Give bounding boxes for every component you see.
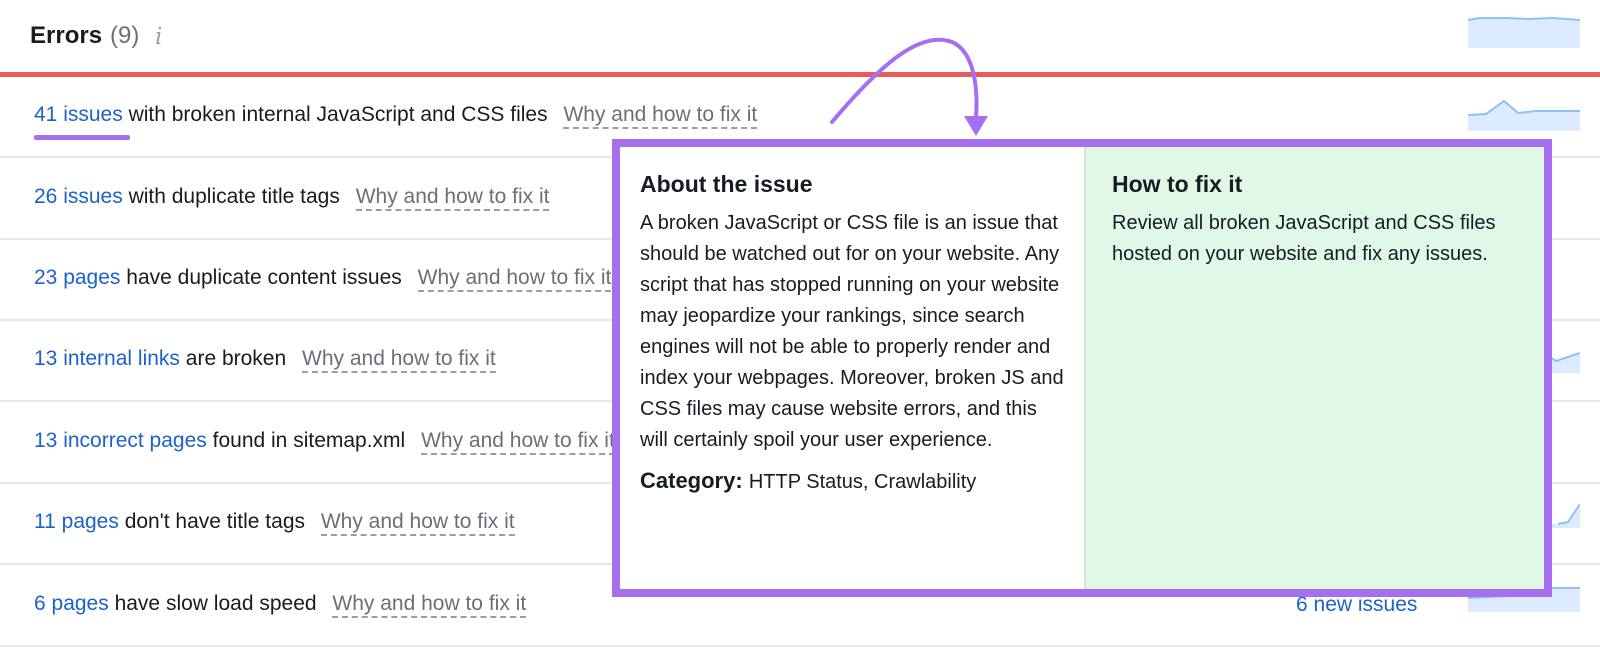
why-how-fix-link[interactable]: Why and how to fix it (563, 103, 758, 129)
issue-description: with broken internal JavaScript and CSS … (128, 103, 548, 126)
why-how-fix-link[interactable]: Why and how to fix it (302, 347, 496, 373)
category-value: HTTP Status, Crawlability (748, 471, 977, 493)
why-how-fix-link[interactable]: Why and how to fix it (332, 592, 527, 618)
new-issues-link[interactable]: 6 new issues (1296, 593, 1418, 616)
issue-sparkline (1468, 99, 1580, 131)
issue-row: 6 pages have slow load speed Why and how… (0, 566, 1600, 647)
issue-description: are broken (185, 347, 287, 370)
issue-count-link[interactable]: 13 incorrect pages (34, 429, 207, 452)
category-line: Category: HTTP Status, Crawlability (640, 468, 1064, 494)
how-to-fix-body: Review all broken JavaScript and CSS fil… (1112, 212, 1496, 265)
why-how-fix-link[interactable]: Why and how to fix it (417, 266, 612, 292)
issue-description: with duplicate title tags (128, 185, 340, 208)
how-to-fix-heading: How to fix it (1112, 171, 1243, 197)
why-how-fix-link[interactable]: Why and how to fix it (355, 185, 550, 211)
errors-title: Errors (30, 22, 103, 49)
issue-count-link[interactable]: 23 pages (34, 266, 121, 289)
errors-count: (9) (110, 22, 140, 49)
errors-header: Errors (9) i (0, 0, 1600, 76)
issue-count-link[interactable]: 6 pages (34, 592, 109, 615)
highlight-underline (34, 135, 130, 140)
issue-count-link[interactable]: 26 issues (34, 185, 123, 208)
issue-tooltip-popup: About the issue A broken JavaScript or C… (612, 139, 1552, 597)
issue-description: don't have title tags (124, 510, 305, 533)
why-how-fix-link[interactable]: Why and how to fix it (320, 510, 515, 536)
why-how-fix-link[interactable]: Why and how to fix it (421, 429, 615, 455)
how-to-fix-panel: How to fix it Review all broken JavaScri… (1086, 147, 1544, 589)
issue-count-link[interactable]: 11 pages (34, 510, 119, 533)
issue-description: have duplicate content issues (126, 266, 402, 289)
about-issue-body: A broken JavaScript or CSS file is an is… (640, 212, 1064, 451)
errors-sparkline (1468, 16, 1580, 48)
about-issue-heading: About the issue (640, 171, 813, 197)
issue-count-link[interactable]: 13 internal links (34, 347, 180, 370)
error-severity-bar (0, 72, 1600, 77)
info-icon[interactable]: i (155, 24, 163, 50)
issue-count-link[interactable]: 41 issues (34, 103, 123, 126)
category-label: Category: (640, 468, 743, 493)
issue-description: found in sitemap.xml (212, 429, 406, 452)
about-issue-panel: About the issue A broken JavaScript or C… (620, 147, 1086, 589)
issue-description: have slow load speed (114, 592, 317, 615)
